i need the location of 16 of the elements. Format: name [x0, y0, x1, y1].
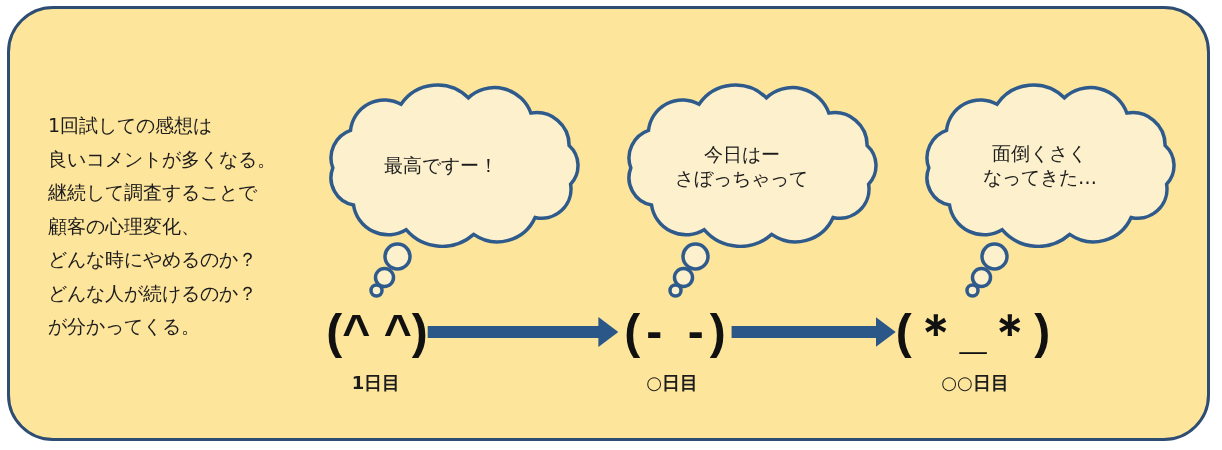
arrow [731, 317, 896, 347]
emoticon: (- -) [618, 308, 732, 356]
rounded-panel [7, 6, 1211, 441]
description-text: 1回試しての感想は良いコメントが多くなる。継続して調査することで顧客の心理変化、どんな時にやめるのか？どんな人が続けるのか？が分かってくる。 [48, 113, 276, 339]
day-label: 1日目 [351, 372, 401, 394]
thought-bubble [925, 82, 1177, 248]
emoticon: (＊_＊) [895, 308, 1051, 356]
thought-bubble [329, 82, 581, 248]
day-label: ○日目 [646, 372, 698, 394]
bubble-text: 今日はーさぼっちゃって [675, 142, 809, 190]
arrow [427, 317, 619, 347]
day-label: ○○日目 [941, 372, 1009, 394]
emoticon: (^ ^) [326, 308, 428, 356]
thought-bubble [627, 82, 879, 248]
bubble-text: 最高ですー！ [384, 153, 498, 177]
bubble-text: 面倒くさくなってきた… [983, 141, 1097, 189]
